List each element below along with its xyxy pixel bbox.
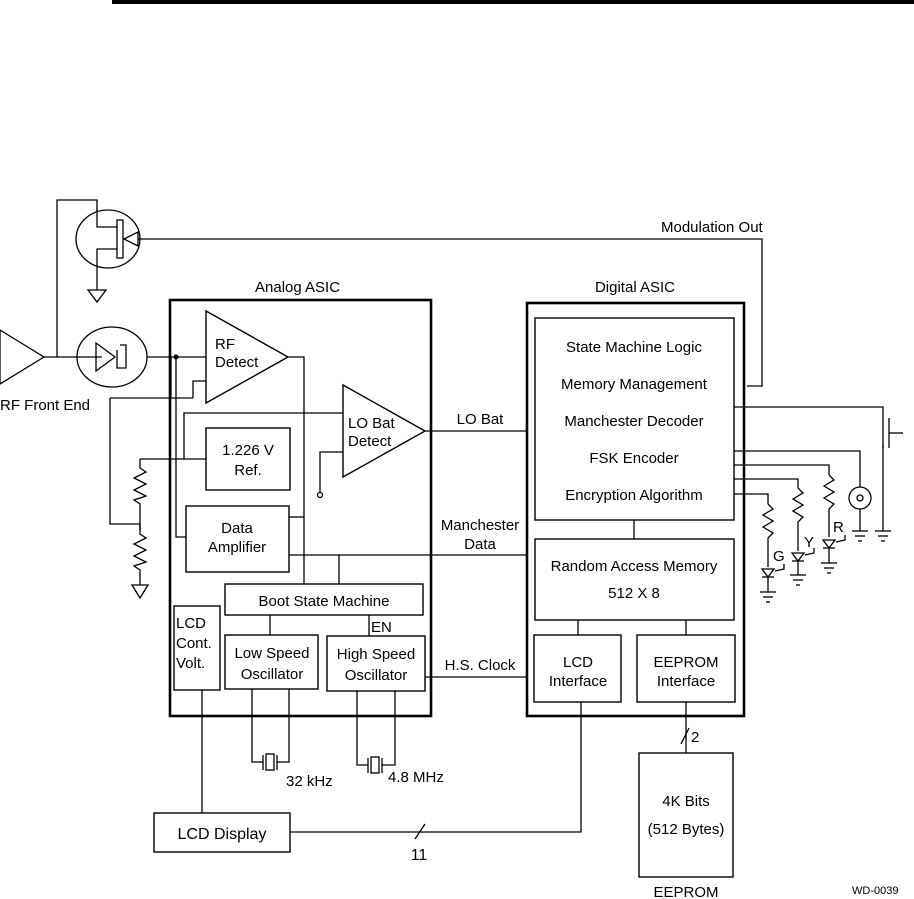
lcd-bus-width-label: 11	[411, 847, 428, 864]
led-green-label: G	[773, 548, 785, 565]
led-yellow-label: Y	[804, 534, 814, 551]
eeprom-box	[638, 752, 734, 878]
eeprom-title: EEPROM	[653, 884, 718, 899]
lo-bat-detect-comparator	[342, 383, 427, 479]
rf-detect-amplifier	[205, 309, 290, 405]
hs-clock-label: H.S. Clock	[445, 657, 516, 674]
high-speed-oscillator-label-1: High Speed	[337, 646, 415, 663]
analog-asic-box	[168, 298, 433, 718]
rf-front-end-label: RF Front End	[0, 397, 90, 414]
ground-icon	[760, 591, 776, 603]
rf-front-end-amplifier-icon	[0, 329, 46, 385]
ram-label-2: 512 X 8	[608, 585, 660, 602]
ground-icon	[86, 289, 108, 304]
lcd-interface-box	[533, 634, 622, 703]
logic-function-label: State Machine Logic	[566, 339, 702, 356]
resistor-icon	[132, 459, 148, 530]
ground-icon	[130, 584, 150, 600]
lcd-interface-label-1: LCD	[563, 654, 593, 671]
ground-icon	[852, 530, 868, 542]
eeprom-contents-2: (512 Bytes)	[648, 821, 725, 838]
manchester-data-label-1: Manchester	[441, 517, 519, 534]
reference-label-2: Ref.	[234, 462, 262, 479]
lo-bat-detect-label-2: Detect	[348, 433, 392, 450]
enable-label: EN	[371, 619, 392, 636]
eeprom-interface-label-2: Interface	[657, 673, 715, 690]
low-speed-oscillator-label-2: Oscillator	[241, 666, 304, 683]
data-amplifier-label-1: Data	[221, 520, 253, 537]
voltage-reference-box	[205, 427, 291, 491]
ram-label-1: Random Access Memory	[551, 558, 718, 575]
high-speed-oscillator-label-2: Oscillator	[345, 667, 408, 684]
crystal-4-8mhz-icon	[365, 756, 386, 774]
lcd-display-box	[153, 812, 291, 853]
led-green-icon	[760, 564, 785, 579]
digital-asic-title: Digital ASIC	[595, 279, 675, 296]
ground-icon	[790, 574, 806, 586]
eeprom-interface-label-1: EEPROM	[653, 654, 718, 671]
switch-button-icon	[882, 418, 903, 448]
lcd-display-label: LCD Display	[178, 826, 267, 843]
lcd-cont-volt-label-2: Cont.	[176, 635, 212, 652]
low-speed-oscillator-box	[224, 634, 319, 690]
rf-detect-label-1: RF	[215, 336, 235, 353]
modulation-transistor-icon	[75, 209, 141, 290]
lcd-cont-volt-label-3: Volt.	[176, 655, 205, 672]
test-point-icon	[316, 491, 324, 499]
bus-slash-icon	[414, 823, 426, 840]
logic-functions-box	[534, 317, 735, 521]
ram-box	[534, 538, 735, 621]
resistor-icon	[822, 474, 836, 537]
data-amplifier-box	[185, 505, 290, 573]
lcd-interface-label-2: Interface	[549, 673, 607, 690]
crystal-32khz-label: 32 kHz	[286, 773, 333, 790]
led-red-label: R	[833, 519, 844, 536]
boot-state-machine-label: Boot State Machine	[259, 593, 390, 610]
digital-asic-box	[525, 301, 746, 718]
lcd-contrast-voltage-box	[173, 605, 221, 691]
high-speed-oscillator-box	[326, 635, 426, 692]
logic-function-label: Memory Management	[561, 376, 708, 393]
lcd-cont-volt-label-1: LCD	[176, 615, 206, 632]
lo-bat-signal-label: LO Bat	[457, 411, 505, 428]
eeprom-interface-box	[636, 634, 736, 703]
reference-label-1: 1.226 V	[222, 442, 274, 459]
eeprom-bus-width-label: 2	[691, 729, 699, 746]
data-amplifier-label-2: Amplifier	[208, 539, 266, 556]
eeprom-contents-1: 4K Bits	[662, 793, 710, 810]
crystal-4-8mhz-label: 4.8 MHz	[388, 769, 444, 786]
ground-icon	[875, 530, 891, 542]
resistor-icon	[132, 524, 148, 585]
crystal-32khz-icon	[260, 753, 281, 771]
modulation-out-label: Modulation Out	[661, 219, 764, 236]
analog-asic-title: Analog ASIC	[255, 279, 340, 296]
lo-bat-detect-label-1: LO Bat	[348, 415, 396, 432]
resistor-icon	[761, 503, 775, 567]
logic-function-label: Manchester Decoder	[564, 413, 703, 430]
led-red-icon	[821, 535, 846, 550]
ground-icon	[821, 562, 837, 574]
buzzer-icon	[848, 486, 872, 510]
bus-slash-icon	[680, 727, 690, 745]
logic-function-label: FSK Encoder	[589, 450, 678, 467]
boot-state-machine-box	[224, 583, 424, 616]
rf-detect-label-2: Detect	[215, 354, 259, 371]
resistor-icon	[791, 487, 805, 551]
low-speed-oscillator-label-1: Low Speed	[234, 645, 309, 662]
manchester-data-label-2: Data	[464, 536, 496, 553]
logic-function-label: Encryption Algorithm	[565, 487, 703, 504]
figure-id: WD-0039	[852, 885, 898, 897]
